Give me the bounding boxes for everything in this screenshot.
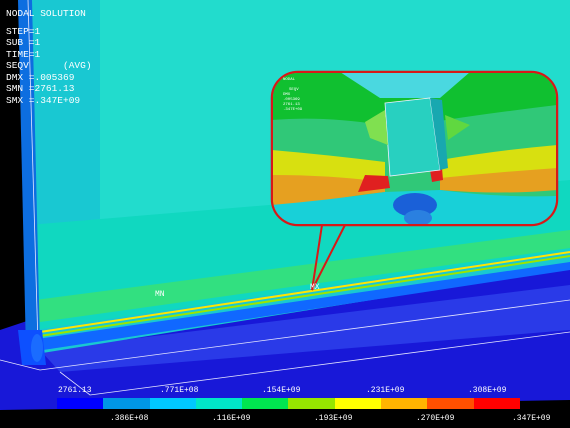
info-block: NODAL SOLUTION STEP=1 SUB =1 TIME=1 SEQV… <box>6 8 92 106</box>
info-smx: SMX =.347E+09 <box>6 94 81 106</box>
inset-line-5: .005369 <box>283 98 300 102</box>
left-flange <box>18 0 40 352</box>
legend-swatch <box>288 398 335 409</box>
left-flange-edge <box>27 0 39 346</box>
contour-legend-bar <box>57 398 520 409</box>
legend-swatch <box>103 398 150 409</box>
info-time: TIME=1 <box>6 48 41 60</box>
legend-tick-upper: .231E+09 <box>366 386 405 395</box>
plate-edge-line-2 <box>59 331 570 396</box>
weld-dot <box>31 334 43 362</box>
web-yellow-line-2 <box>39 255 570 337</box>
callout-pointer <box>311 224 346 291</box>
info-smn: SMN =2761.13 <box>6 83 75 94</box>
legend-tick-upper: .308E+09 <box>468 386 507 395</box>
weld-band <box>30 262 570 352</box>
inset-line-7: .347E+09 <box>283 108 303 112</box>
inset-info: NODAL SEQV DMX .005369 2761.13 .347E+09 <box>283 78 302 113</box>
legend-tick-lower: .347E+09 <box>512 414 551 423</box>
info-sub: SUB =1 <box>6 37 41 48</box>
legend-tick-lower: .193E+09 <box>314 414 353 423</box>
inset-line-6: 2761.13 <box>283 103 300 107</box>
legend-tick-upper: 2761.13 <box>58 386 92 395</box>
legend-swatch <box>242 398 289 409</box>
web-green-band <box>35 230 570 322</box>
legend-tick-lower: .386E+08 <box>110 414 149 423</box>
base-plate-lighter <box>40 285 570 372</box>
info-seqv: SEQV (AVG) <box>6 60 92 71</box>
min-label: MN <box>155 290 165 299</box>
inset-line-3: SEQV <box>289 88 299 92</box>
legend-swatch <box>473 398 520 409</box>
legend-swatch <box>381 398 428 409</box>
web-yellow-line <box>39 251 570 333</box>
legend-swatch <box>334 398 382 409</box>
inset-line-4: DMX <box>283 93 291 97</box>
legend-tick-lower: .270E+09 <box>416 414 455 423</box>
result-title: NODAL SOLUTION <box>6 8 86 19</box>
legend-swatch <box>57 398 104 409</box>
legend-swatch <box>149 398 196 409</box>
info-step: STEP=1 <box>6 25 41 37</box>
legend-swatch <box>427 398 474 409</box>
inset-line-1: NODAL <box>283 78 296 82</box>
legend-swatch <box>195 398 243 409</box>
legend-tick-upper: .154E+09 <box>262 386 301 395</box>
max-label: MX <box>310 283 320 292</box>
legend-tick-upper: .771E+08 <box>160 386 199 395</box>
legend-tick-lower: .116E+09 <box>212 414 251 423</box>
plate-edge-line <box>0 299 570 371</box>
info-dmx: DMX =.005369 <box>6 71 75 83</box>
